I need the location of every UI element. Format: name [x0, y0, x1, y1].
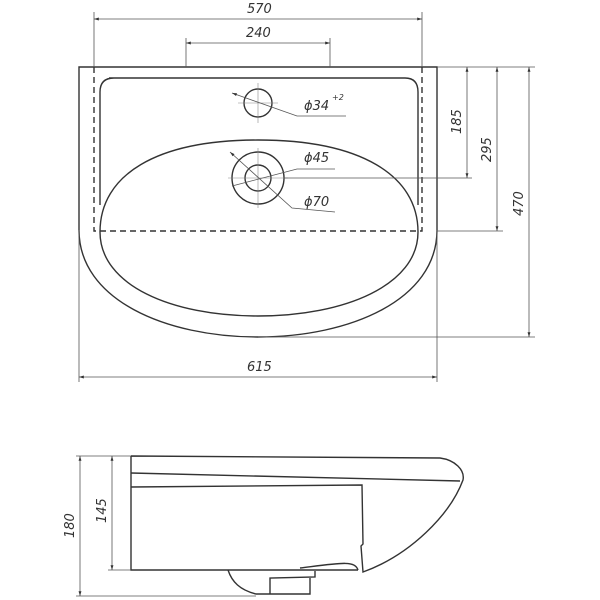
side-outline — [130, 455, 464, 573]
drain-fitting — [227, 569, 316, 595]
dim-145: 145 — [95, 498, 110, 523]
center-marks — [228, 83, 288, 208]
hidden-mount-line — [93, 67, 423, 232]
dim-295: 295 — [480, 137, 495, 162]
dim-615: 615 — [247, 360, 272, 375]
tap-hole-tolerance: +2 — [332, 93, 344, 102]
dim-240: 240 — [246, 26, 271, 41]
dim-185: 185 — [450, 109, 465, 134]
bowl-outline — [99, 139, 419, 317]
dim-180: 180 — [63, 513, 78, 538]
top-view: ϕ34 +2 ϕ45 ϕ70 570 240 615 185 295 470 — [78, 2, 535, 382]
tap-hole-label: ϕ34 — [304, 99, 329, 114]
dim-470: 470 — [512, 191, 527, 216]
dim-570: 570 — [247, 2, 272, 17]
drain-inner-label: ϕ45 — [304, 151, 329, 166]
side-view: 180 145 — [63, 455, 464, 597]
drain-outer-label: ϕ70 — [304, 195, 329, 210]
deck-outline — [99, 77, 419, 205]
